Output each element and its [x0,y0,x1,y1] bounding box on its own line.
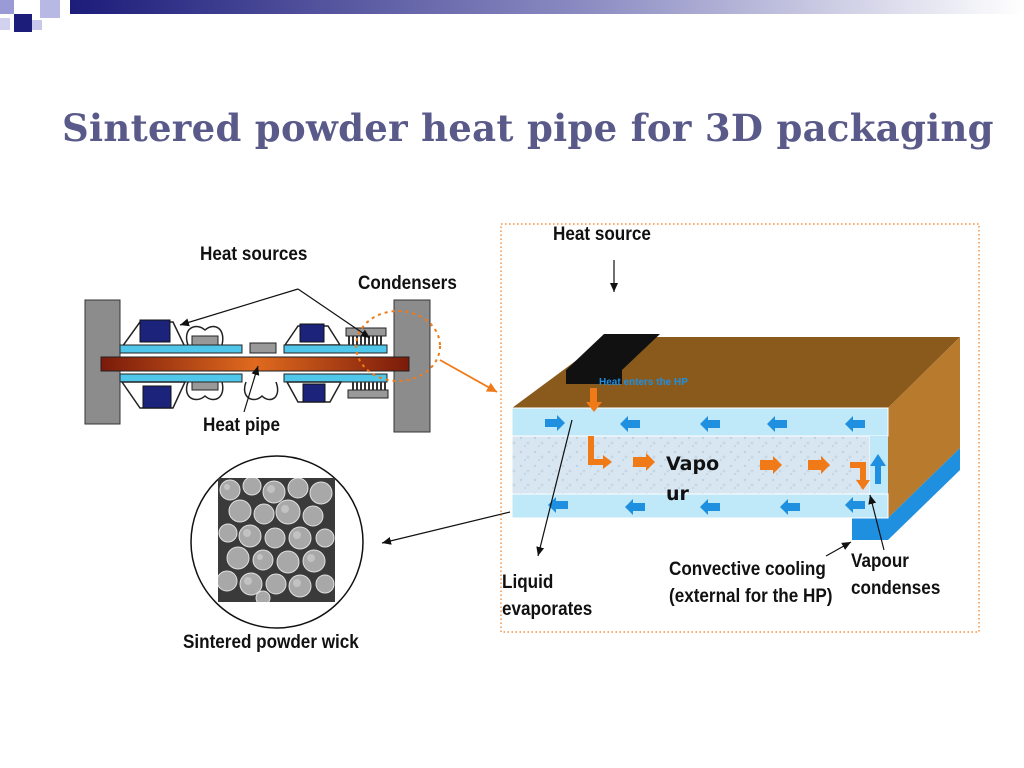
label-convective-line1: Convective cooling [669,559,826,580]
label-heat-pipe: Heat pipe [203,415,280,436]
label-liquid-line1: Liquid [502,572,554,593]
label-heat-enters: Heat enters the HP [599,377,688,388]
zoom-frame [500,223,980,633]
label-liquid-line2: evaporates [502,599,593,620]
heat-source-chip [142,385,172,409]
label-heat-sources: Heat sources [200,244,308,265]
heat-source-block [566,334,660,370]
slide-title: Sintered powder heat pipe for 3D packagi… [62,106,994,150]
label-condensers: Condensers [358,273,457,294]
label-convective-line2: (external for the HP) [669,586,833,607]
liquid-layer-top [511,407,889,437]
heat-source-chip [299,323,325,343]
heat-pipe-bar [100,356,410,372]
condenser-blue-strip [888,448,960,540]
label-sintered-powder-wick: Sintered powder wick [183,632,359,653]
heat-pipe-side-face [888,337,960,518]
label-condenses-line2: condenses [851,578,941,599]
label-vapour-line1: Vapo [666,453,720,475]
zoom-callout-circle [355,310,441,382]
label-vapour-line2: ur [666,483,689,505]
right-heat-pipe-section [500,223,980,633]
liquid-layer-bottom [511,493,889,519]
label-heat-source: Heat source [553,224,651,245]
header-decoration [0,0,1024,32]
label-condenses-line1: Vapour [851,551,909,572]
sintered-wick-micrograph [218,478,335,602]
heat-source-chip [139,319,171,343]
condenser-fins [348,336,384,345]
heat-source-chip [302,383,326,403]
condenser-fins [350,382,386,390]
